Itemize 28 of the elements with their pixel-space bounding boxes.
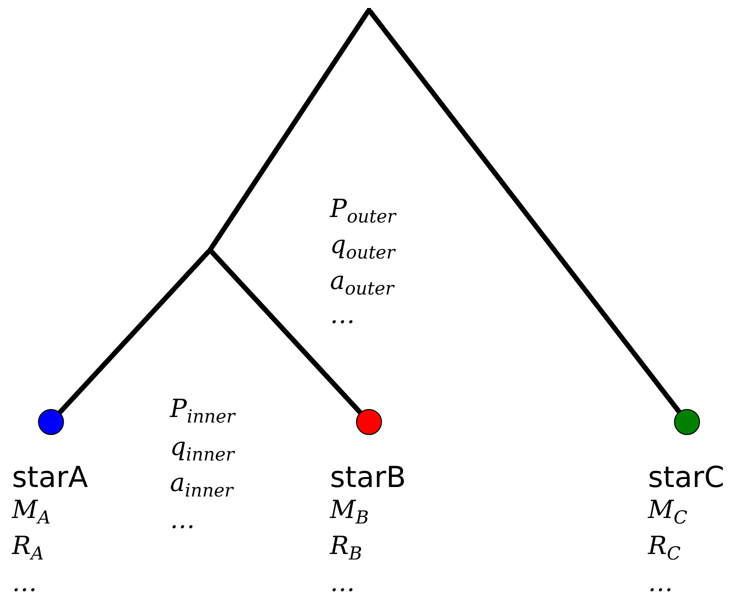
parameter-label: R$_{B}$ [330, 533, 362, 564]
orbit-parameter: a$_{outer}$ [330, 268, 394, 298]
star-name: starC [648, 463, 724, 492]
parameter-label: … [12, 570, 37, 595]
branch-line [368, 9, 682, 414]
branch-line [57, 248, 212, 415]
parameter-label: R$_{C}$ [648, 533, 681, 564]
parameter-label: R$_{A}$ [12, 533, 44, 564]
orbit-parameter: P$_{inner}$ [170, 396, 236, 426]
orbit-parameter: P$_{outer}$ [330, 196, 396, 226]
star-circle [356, 409, 382, 435]
parameter-label: M$_{B}$ [330, 497, 369, 528]
branch-line [208, 9, 370, 251]
parameter-label: M$_{A}$ [12, 497, 51, 528]
parameter-label: … [330, 570, 355, 595]
orbit-parameter: … [170, 507, 195, 532]
star-name: starB [330, 463, 406, 492]
branch-point [367, 8, 371, 12]
star-circle [674, 409, 700, 435]
star-circle [38, 409, 64, 435]
parameter-label: M$_{C}$ [648, 497, 688, 528]
orbit-parameter: … [330, 302, 355, 327]
orbit-parameter: q$_{inner}$ [170, 434, 234, 464]
branch-line [208, 248, 363, 415]
star-name: starA [12, 463, 88, 492]
parameter-label: … [648, 570, 673, 595]
orbit-parameter: a$_{inner}$ [170, 470, 234, 500]
orbit-parameter: q$_{outer}$ [330, 232, 395, 262]
